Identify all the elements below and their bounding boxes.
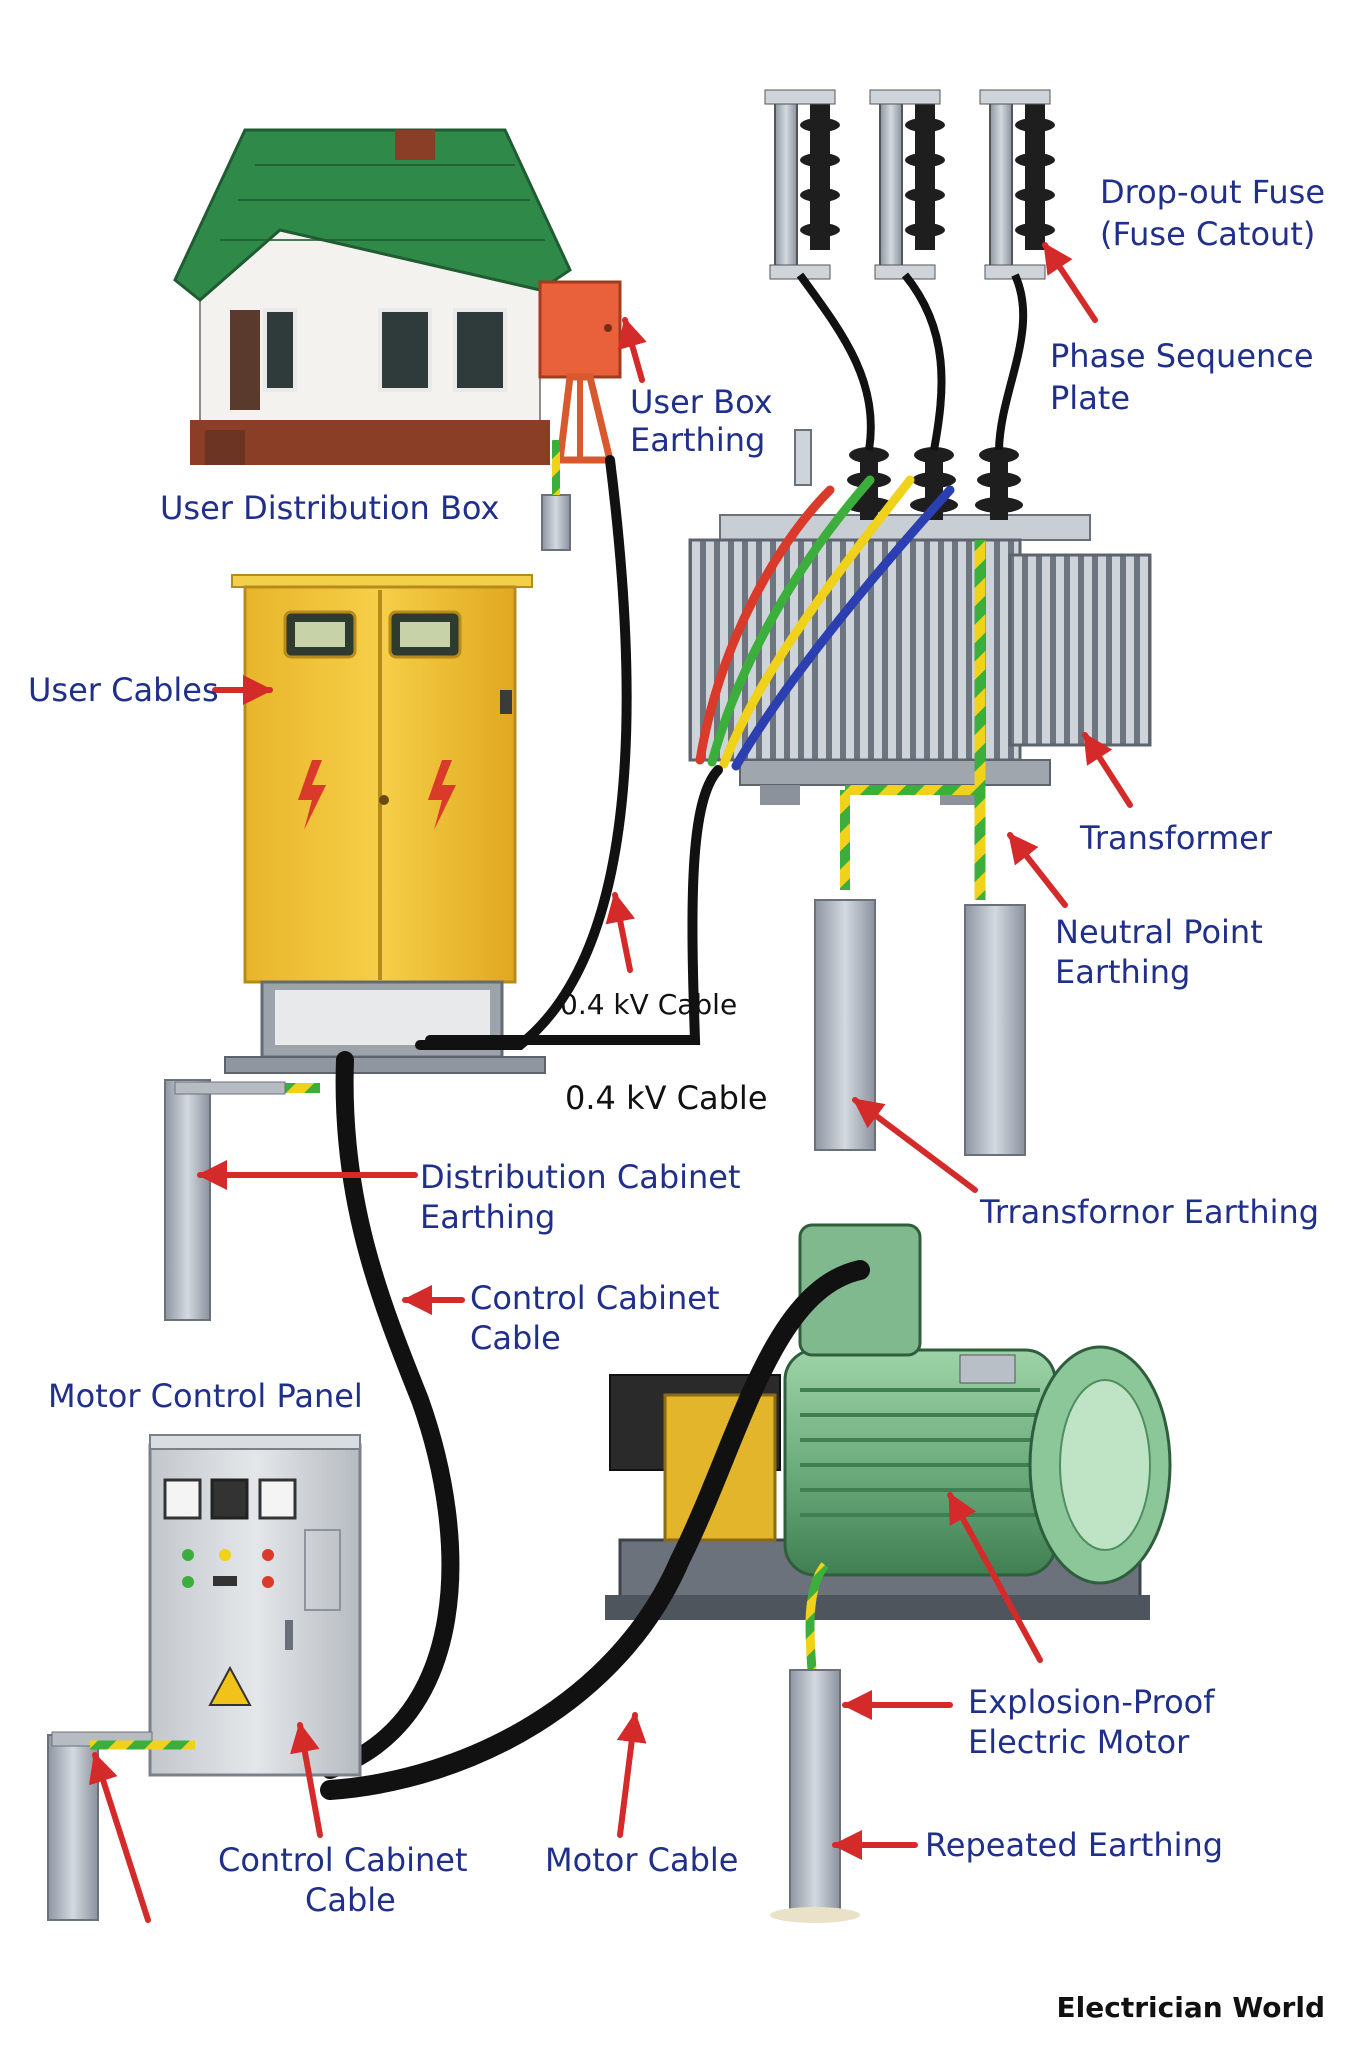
label-control-cabinet-cable-bottom: Control Cabinet	[218, 1841, 468, 1879]
arrow-motor-cable	[616, 1712, 647, 1838]
hv-leads	[796, 272, 1028, 451]
arrow-dropout-fuse	[1042, 242, 1098, 323]
label-user-cables: User Cables	[28, 671, 219, 709]
label-control-cabinet-cable-top: Control Cabinet	[470, 1279, 720, 1317]
label-neutral-point-earthing: Neutral Point	[1055, 913, 1263, 951]
explosion-proof-motor	[605, 1223, 1172, 1620]
distribution-cabinet	[224, 574, 546, 1074]
label-user-box-earthing: User Box	[630, 383, 773, 421]
transformer-earth-rods	[814, 899, 1026, 1156]
arrow-user-box-earthing	[617, 317, 647, 383]
arrow-transformer	[1082, 732, 1133, 808]
distribution-cabinet-earth-rod	[164, 1079, 320, 1321]
label-transformer: Transformer	[1080, 819, 1273, 857]
motor-earth-rod	[770, 1562, 860, 1923]
arrow-motor	[947, 1492, 1043, 1663]
label-explosion-proof-motor-line2: Electric Motor	[968, 1723, 1190, 1761]
label-explosion-proof-motor: Explosion-Proof	[968, 1683, 1215, 1721]
user-box-earth-rod	[541, 494, 571, 551]
transformer	[688, 429, 1152, 805]
control-cabinet-cable	[321, 1051, 460, 1779]
label-phase-sequence: Phase Sequence	[1050, 337, 1314, 375]
label-04kv-cable-upper: 0.4 kV Cable	[560, 988, 738, 1021]
house	[173, 128, 572, 465]
label-dropout-fuse-line2: (Fuse Catout)	[1100, 215, 1316, 253]
label-phase-sequence-line2: Plate	[1050, 379, 1131, 417]
label-04kv-cable-lower: 0.4 kV Cable	[565, 1079, 768, 1117]
arrow-04kv-cable	[605, 892, 636, 973]
brand-watermark: Electrician World	[1056, 1991, 1325, 2024]
label-distribution-cabinet-earthing: Distribution Cabinet	[420, 1158, 741, 1196]
label-neutral-point-earthing-line2: Earthing	[1055, 953, 1191, 991]
arrow-panel-earth	[88, 1752, 151, 1923]
arrow-control-cabinet-cable-bottom	[290, 1722, 323, 1838]
label-repeated-earthing: Repeated Earthing	[925, 1826, 1224, 1864]
label-motor-control-panel: Motor Control Panel	[48, 1377, 363, 1415]
label-transformer-earthing: Trransfornor Earthing	[980, 1193, 1320, 1231]
user-distribution-box	[538, 280, 622, 464]
motor-control-panel	[148, 1434, 362, 1777]
label-motor-cable: Motor Cable	[545, 1841, 739, 1879]
dropout-fuses	[764, 89, 1055, 280]
lv-phase-cables	[695, 475, 955, 771]
lv-cables	[415, 455, 723, 1050]
label-control-cabinet-cable-bottom-line2: Cable	[305, 1881, 396, 1919]
control-panel-earth-rod	[47, 1731, 195, 1921]
arrow-transformer-earthing	[852, 1097, 978, 1193]
pointer-arrows	[88, 242, 1133, 1923]
label-user-box-earthing-line2: Earthing	[630, 421, 766, 459]
label-dropout-fuse: Drop-out Fuse	[1100, 173, 1325, 211]
label-distribution-cabinet-earthing-line2: Earthing	[420, 1198, 556, 1236]
arrow-neutral-earthing	[1007, 832, 1068, 908]
label-control-cabinet-cable-top-line2: Cable	[470, 1319, 561, 1357]
label-user-distribution-box: User Distribution Box	[160, 489, 500, 527]
motor-cable	[320, 1260, 870, 1800]
